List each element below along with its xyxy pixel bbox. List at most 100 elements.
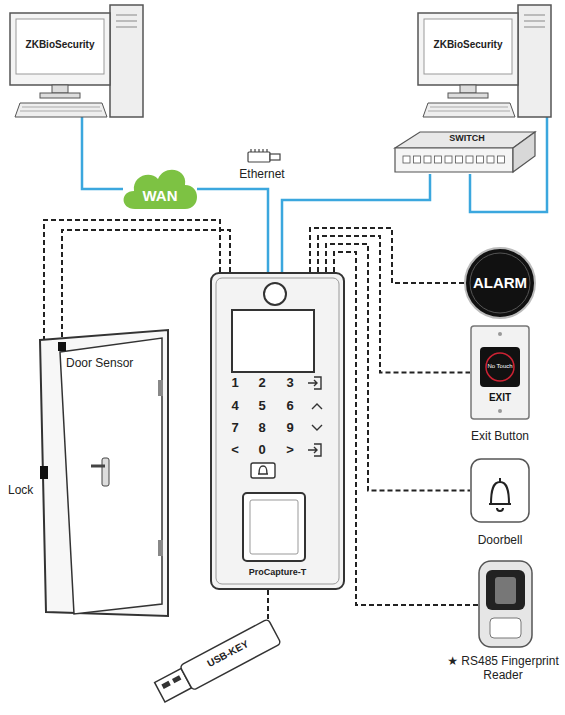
node-text: ProCapture-T: [215, 567, 340, 578]
node-shape: [487, 156, 494, 163]
node-shape: [445, 156, 452, 163]
node-shape: [424, 19, 512, 74]
node-shape: [211, 273, 344, 589]
door-illustration: [91, 465, 105, 468]
node-text: Doorbell: [445, 533, 555, 547]
door-wire: [62, 230, 230, 342]
node-shape: [243, 493, 305, 561]
door-illustration: [40, 330, 168, 616]
node-text: SWITCH: [425, 133, 509, 144]
node-shape: [308, 377, 321, 389]
node-shape: [10, 5, 145, 117]
device-node: ZKBioSecurity: [418, 5, 553, 117]
node-shape: [465, 248, 535, 318]
door-illustration: [158, 540, 163, 556]
keypad-key: 6: [281, 398, 299, 414]
node-shape: [498, 409, 502, 413]
node-shape: [471, 459, 529, 522]
keypad-key: 2: [253, 375, 271, 391]
node-shape: [418, 13, 518, 85]
device-node: ProCapture-T: [210, 272, 345, 590]
node-shape: [403, 156, 410, 163]
node-shape: [210, 272, 345, 590]
signal-wire: [267, 590, 269, 619]
door-illustration: [60, 338, 162, 614]
device-node: No TouchEXITExit Button: [470, 325, 530, 420]
node-shape: [435, 156, 442, 163]
node-shape: [479, 561, 532, 647]
node-shape: [172, 675, 181, 683]
keypad-key: 8: [253, 420, 271, 436]
node-shape: [124, 170, 197, 209]
node-shape: [495, 577, 516, 604]
ethernet-plug-icon: [270, 154, 280, 160]
node-shape: [312, 425, 322, 430]
node-text: WAN: [125, 187, 195, 205]
node-shape: [456, 156, 463, 163]
node-shape: [448, 93, 488, 98]
node-shape: [418, 5, 553, 117]
device-node: Doorbell: [470, 458, 530, 523]
node-shape: [10, 13, 110, 85]
node-shape: [478, 560, 533, 648]
node-text: ★ RS485 Fingerprint Reader: [446, 654, 560, 683]
device-node: ★ RS485 Fingerprint Reader: [478, 560, 533, 648]
node-shape: [258, 466, 268, 474]
node-shape: [428, 107, 510, 111]
part-label: Ethernet: [232, 166, 292, 182]
node-shape: [251, 463, 275, 478]
ethernet-plug-icon: [248, 149, 280, 162]
node-shape: [153, 619, 281, 705]
node-text: No Touch: [481, 363, 519, 370]
node-text: ZKBioSecurity: [424, 39, 512, 51]
network-cable: [82, 117, 123, 189]
door-illustration: [40, 330, 168, 616]
node-shape: [477, 156, 484, 163]
node-shape: [20, 107, 102, 111]
node-text: ALARM: [468, 274, 532, 292]
node-shape: [180, 619, 281, 691]
keypad-key: 9: [281, 420, 299, 436]
lock-block: [40, 466, 48, 479]
signal-wire: [334, 252, 478, 605]
keypad-key: >: [281, 442, 299, 458]
network-cable: [197, 189, 268, 272]
keypad-key: 0: [253, 442, 271, 458]
node-shape: [524, 15, 545, 27]
ethernet-plug-icon: [248, 152, 270, 162]
device-node: WAN: [120, 162, 200, 212]
node-shape: [15, 103, 107, 117]
node-shape: [312, 404, 322, 409]
node-shape: [395, 148, 513, 172]
node-shape: [250, 500, 298, 554]
node-shape: [40, 93, 80, 98]
node-shape: [489, 478, 511, 511]
node-shape: [116, 15, 137, 27]
node-shape: [423, 103, 515, 117]
network-cable: [282, 174, 430, 272]
door-illustration: [102, 458, 109, 486]
node-shape: [480, 347, 520, 387]
node-shape: [161, 681, 170, 689]
node-shape: [395, 132, 535, 148]
door-illustration: [158, 380, 163, 396]
node-text: ZKBioSecurity: [16, 39, 104, 51]
part-label: Door Sensor: [66, 355, 133, 371]
node-shape: [513, 132, 535, 172]
device-node: ZKBioSecurity: [10, 5, 145, 117]
node-shape: [466, 156, 473, 163]
node-shape: [216, 278, 339, 584]
keypad-key: 4: [226, 398, 244, 414]
node-shape: [460, 85, 476, 93]
node-shape: [486, 570, 525, 610]
node-shape: [470, 458, 530, 523]
part-label: Lock: [8, 482, 33, 498]
node-shape: [471, 326, 529, 419]
node-shape: [110, 5, 143, 117]
node-shape: [498, 156, 505, 163]
node-shape: [16, 19, 104, 74]
device-node: SWITCH: [395, 128, 535, 174]
keypad-key: 7: [226, 420, 244, 436]
node-shape: [498, 332, 502, 336]
keypad-key: <: [226, 442, 244, 458]
